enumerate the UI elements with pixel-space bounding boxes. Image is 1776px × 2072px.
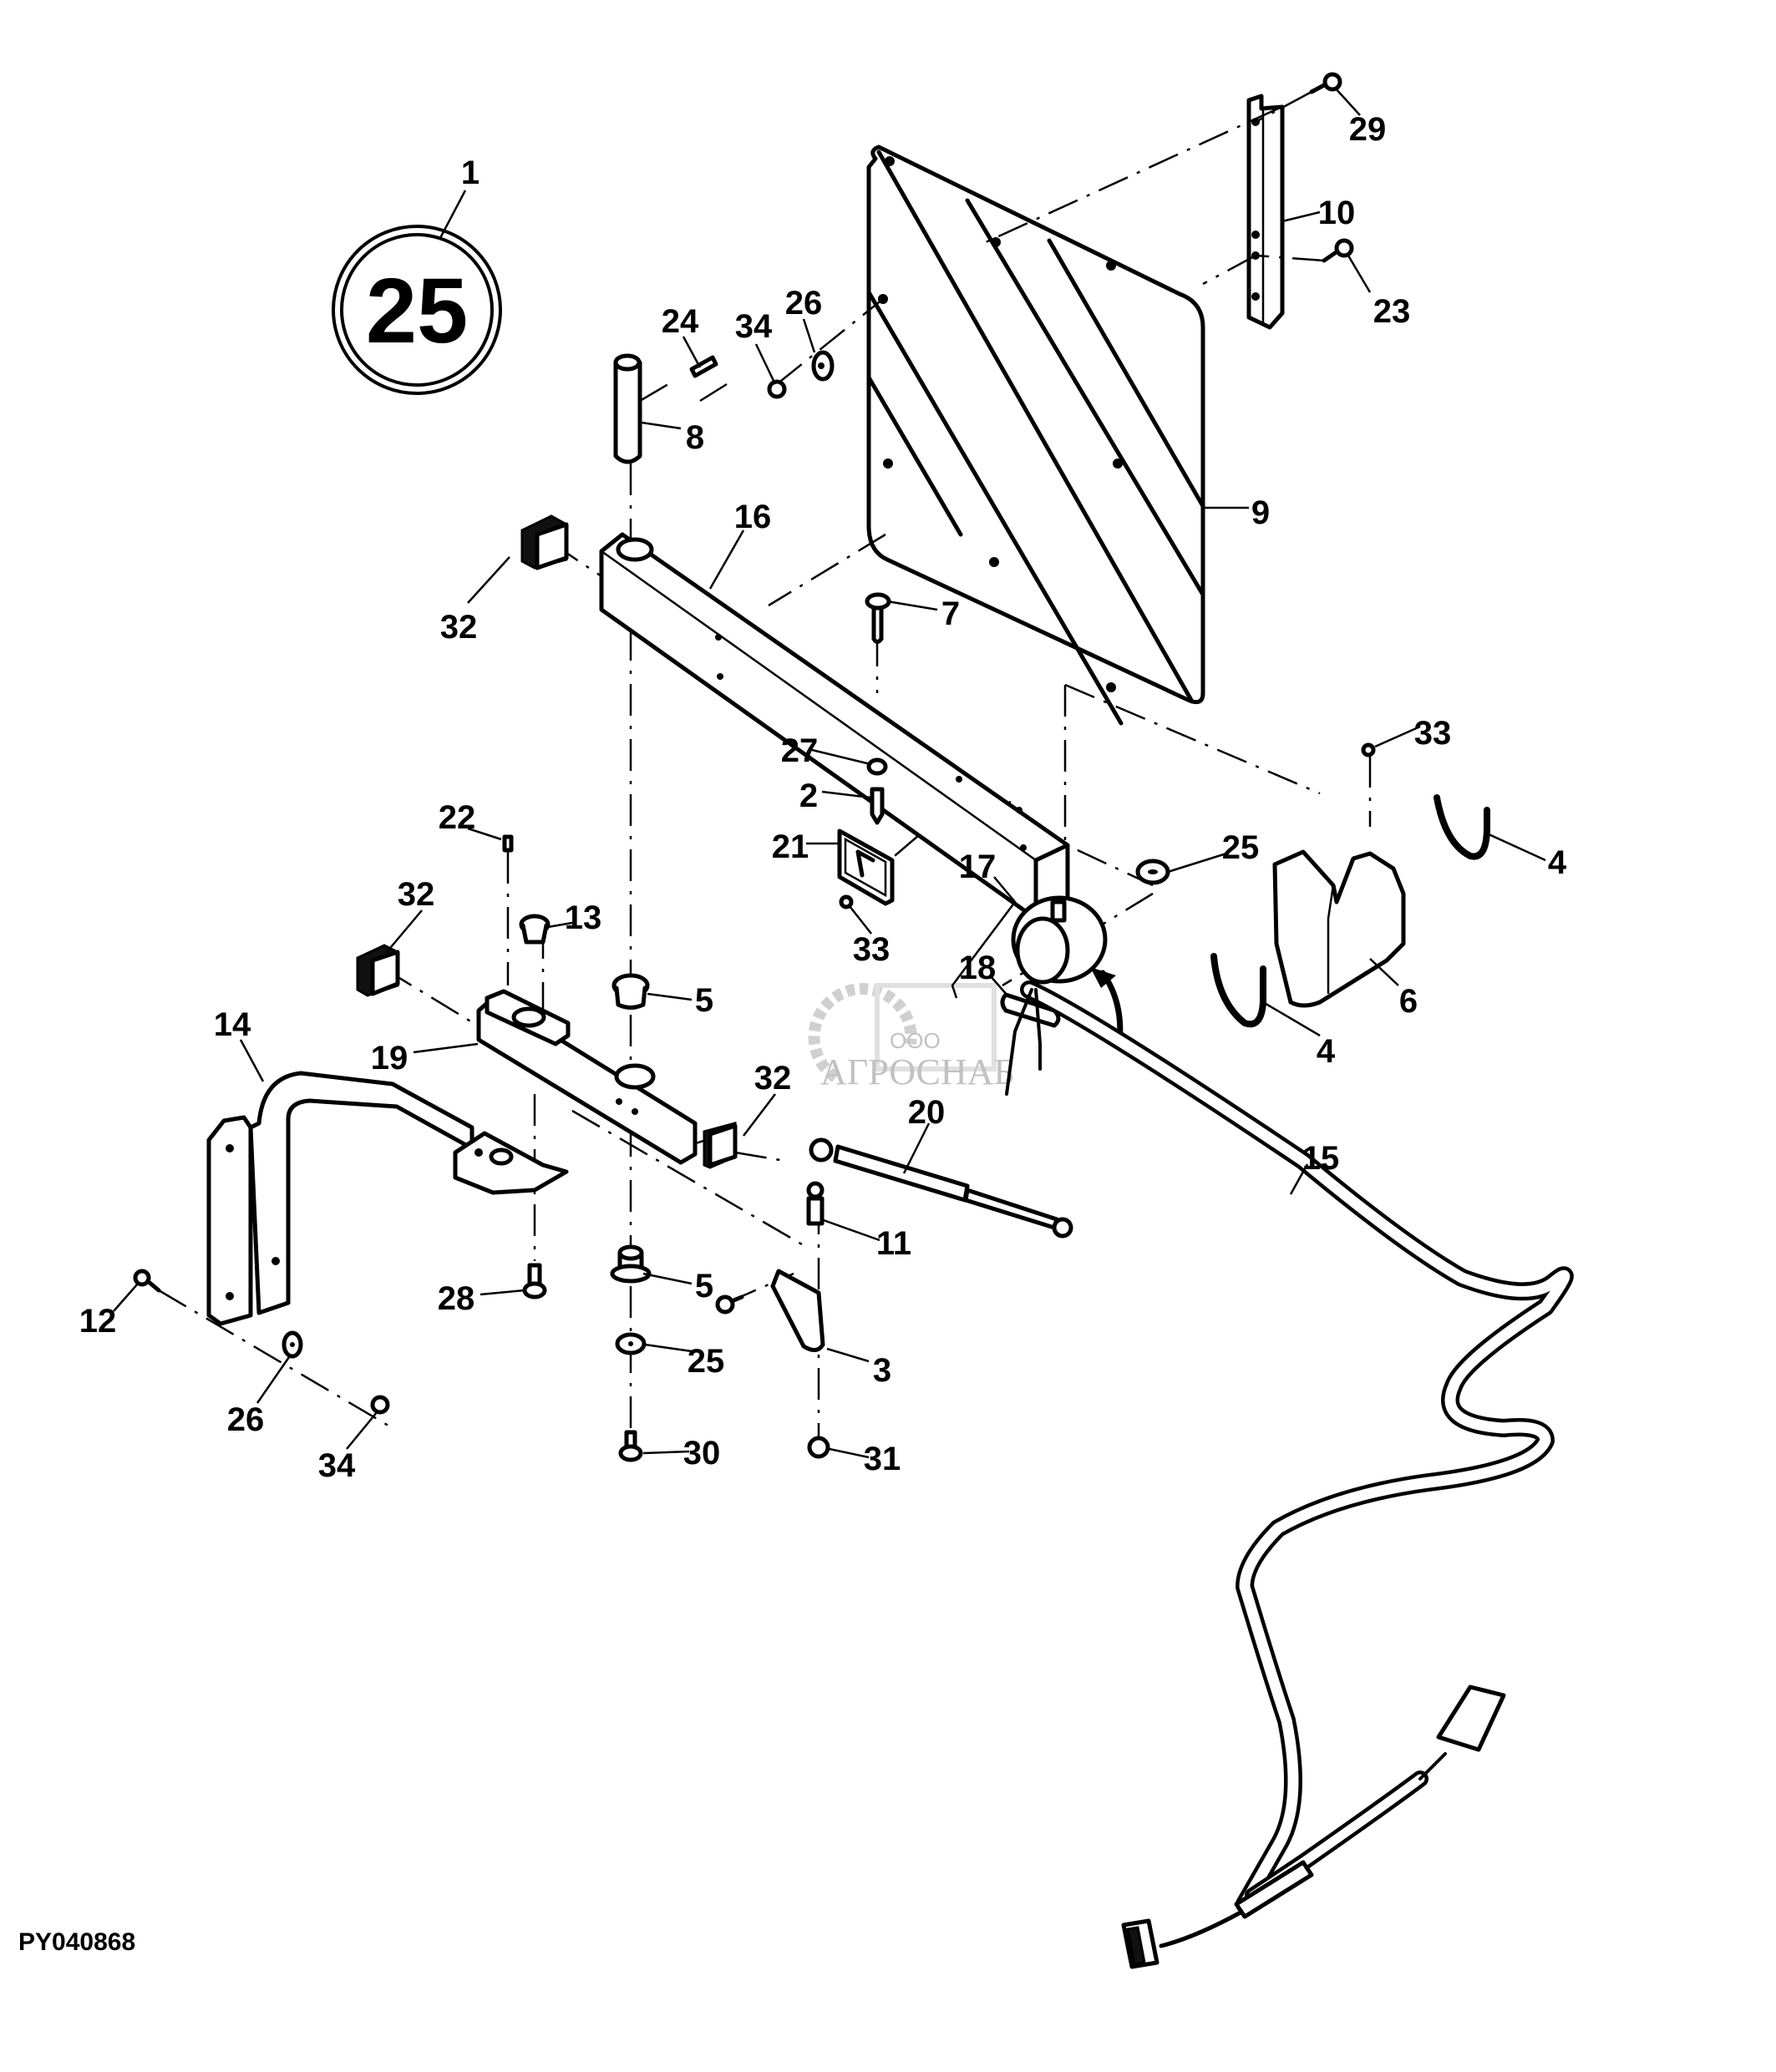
washer-26-bottom [282,1330,303,1359]
plug-13 [519,914,551,945]
grease-fitting-22 [502,834,514,853]
callout-4[interactable]: 4 [1548,844,1567,881]
screw-33-lens [839,894,854,909]
section-badge-number: 25 [366,260,468,362]
wiring-harness [1005,980,1574,1969]
assembly-lines [158,90,1372,1436]
bolt-29 [1309,72,1342,94]
washer-27 [866,757,888,776]
figure-id: PY040868 [18,1928,135,1956]
callout-26[interactable]: 26 [227,1401,265,1438]
callout-34[interactable]: 34 [735,308,773,345]
section-badge: 25 [332,225,502,395]
callout-29[interactable]: 29 [1349,111,1387,148]
lamp-guard [1272,849,1406,1008]
callout-22[interactable]: 22 [439,799,476,836]
callout-31[interactable]: 31 [864,1441,901,1477]
mounting-arm [206,1071,569,1326]
screw-33-right [1361,742,1376,757]
callout-33[interactable]: 33 [853,931,891,968]
callout-26[interactable]: 26 [785,285,823,322]
callout-10[interactable]: 10 [1318,195,1356,231]
strut-bracket [770,1269,825,1352]
callout-3[interactable]: 3 [873,1352,891,1389]
clip-4-bottom [1210,953,1266,1028]
callout-25[interactable]: 25 [1222,829,1260,866]
callout-9[interactable]: 9 [1251,494,1270,531]
watermark-gear-icon [808,983,917,1082]
callout-5[interactable]: 5 [695,982,713,1019]
washer-25-right [1135,859,1170,885]
watermark-name: АГРОСНАБ [820,1051,1015,1092]
bracket-strip [1246,94,1285,330]
callout-34[interactable]: 34 [318,1447,356,1484]
nut-34-bottom [370,1395,390,1415]
callout-16[interactable]: 16 [734,499,772,535]
callout-23[interactable]: 23 [1373,293,1411,330]
callout-14[interactable]: 14 [214,1006,251,1043]
nut-31 [807,1436,830,1459]
fitting-2 [870,787,885,825]
washer-26-top [811,350,835,382]
gas-strut [809,1137,1073,1239]
sign-panel [866,144,1205,726]
callout-30[interactable]: 30 [683,1435,721,1472]
bolt-28 [522,1263,547,1299]
ball-stud [806,1181,825,1226]
pin-7 [865,592,891,644]
washer-25-bottom [615,1332,647,1355]
leader-lines [113,87,1546,1459]
callout-8[interactable]: 8 [686,419,704,456]
callouts: 1 29 10 23 24 34 26 8 16 9 32 7 33 27 2 … [79,111,1567,1484]
callout-21[interactable]: 21 [772,828,809,865]
callout-32[interactable]: 32 [754,1060,792,1097]
callout-12[interactable]: 12 [79,1303,117,1340]
watermark: ООО АГРОСНАБ [808,983,1015,1092]
callout-15[interactable]: 15 [1302,1140,1340,1177]
watermark-combine-icon [875,983,997,1071]
callout-24[interactable]: 24 [662,303,699,340]
watermark-prefix: ООО [890,1028,941,1053]
callout-17[interactable]: 17 [959,849,997,885]
callout-27[interactable]: 27 [781,732,819,769]
nut-34-top [767,379,787,399]
callout-20[interactable]: 20 [908,1094,946,1131]
callout-6[interactable]: 6 [1399,983,1418,1020]
callout-13[interactable]: 13 [565,899,602,936]
callout-25[interactable]: 25 [688,1343,725,1380]
bushing-5-top [611,973,650,1010]
callout-32[interactable]: 32 [440,609,478,646]
bushing-5-bottom [610,1244,652,1284]
callout-4[interactable]: 4 [1317,1033,1336,1070]
bolt-30 [618,1430,643,1462]
callout-1[interactable]: 1 [461,155,480,191]
end-cap-mid [356,944,400,997]
beacon-lamp [1011,895,1108,985]
pivot-pin [613,353,669,464]
callout-7[interactable]: 7 [941,595,960,632]
rotate-arrowhead-icon [1090,967,1116,988]
pivot-block [476,989,698,1165]
callout-5[interactable]: 5 [695,1268,713,1304]
callout-33[interactable]: 33 [1414,715,1452,752]
bolt-23 [1322,238,1354,263]
end-cap-right [703,1122,738,1169]
callout-32[interactable]: 32 [398,876,435,913]
callout-28[interactable]: 28 [438,1280,475,1317]
callout-2[interactable]: 2 [799,778,818,814]
lamp-lens [837,828,895,906]
bolt-12 [133,1269,161,1293]
bolt-near-3 [715,1294,744,1315]
clip-4-top [1433,794,1490,860]
end-cap-top [520,514,569,570]
callout-11[interactable]: 11 [876,1225,911,1262]
callout-18[interactable]: 18 [959,950,997,986]
callout-19[interactable]: 19 [371,1040,408,1077]
roll-pin [689,355,718,378]
